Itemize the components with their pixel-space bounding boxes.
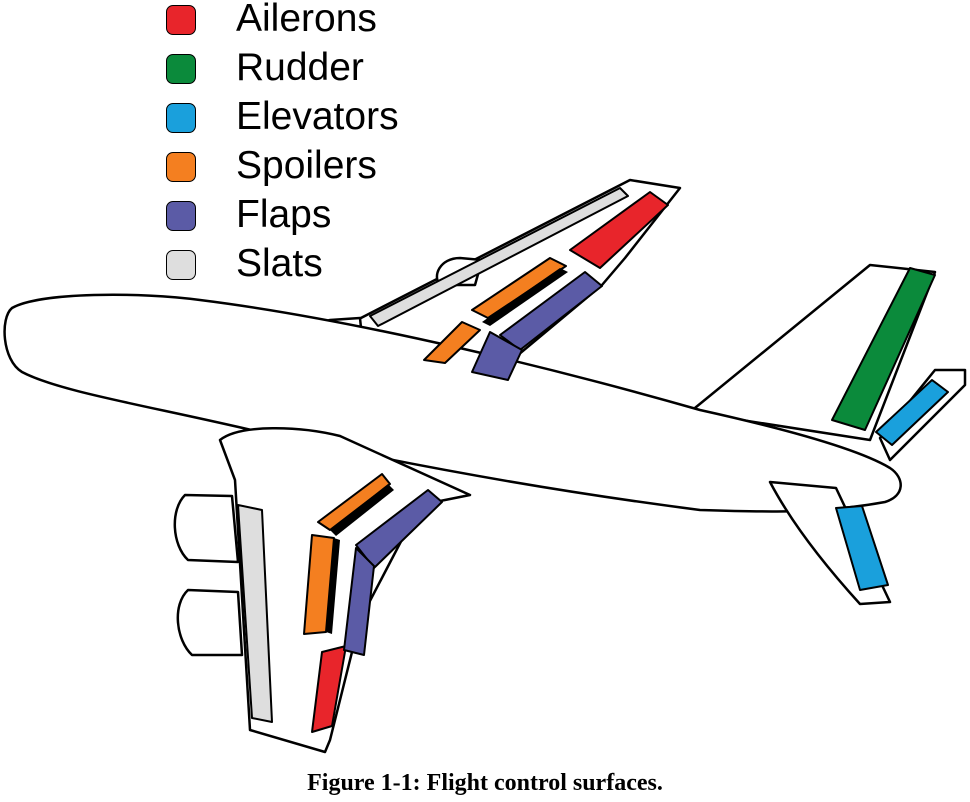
legend-label: Spoilers (236, 144, 377, 187)
legend-label: Slats (236, 242, 323, 285)
far-spoiler-inner (423, 321, 481, 364)
far-flap-inner (471, 331, 523, 381)
fuselage (3, 293, 902, 513)
far-spoiler-outer (471, 257, 567, 319)
far-spoiler-shadow (482, 268, 568, 326)
legend-swatch (166, 201, 196, 231)
legend-label: Rudder (236, 46, 364, 89)
figure-caption: Figure 1-1: Flight control surfaces. (307, 770, 663, 796)
legend-swatch (166, 103, 196, 133)
near-spoiler-shadow-2 (326, 538, 340, 634)
near-slats (237, 504, 273, 723)
legend-swatch (166, 54, 196, 84)
near-engine-inner (173, 493, 240, 564)
far-elevator (875, 379, 949, 446)
near-aileron (311, 645, 347, 733)
near-flap-outer (343, 547, 375, 656)
near-spoiler-inner (317, 473, 391, 531)
near-elevator (835, 505, 889, 591)
legend-swatch (166, 5, 196, 35)
legend-label: Flaps (236, 193, 332, 236)
near-spoiler-shadow (330, 484, 394, 536)
legend-label: Elevators (236, 95, 399, 138)
legend-label: Ailerons (236, 0, 377, 40)
near-engine-outer (176, 588, 244, 657)
aircraft-diagram (3, 178, 967, 754)
legend-swatch (166, 152, 196, 182)
far-slats (369, 187, 629, 327)
far-aileron (569, 191, 669, 269)
legend-swatch (166, 250, 196, 280)
rudder (831, 267, 936, 431)
